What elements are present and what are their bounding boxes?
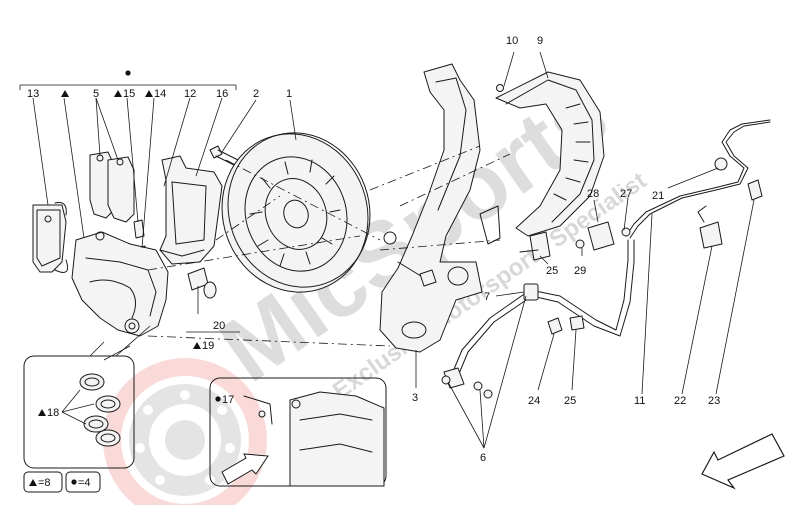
callout-24: 24: [528, 395, 540, 407]
triangle-marker-icon: [114, 90, 122, 97]
callout-12: 12: [184, 88, 196, 100]
shield-screw: [496, 84, 504, 92]
inset-seals: [23, 355, 135, 469]
callout-5: 5: [93, 88, 99, 100]
legend-triangle-count: =8: [38, 477, 51, 489]
inset-caliper-detail: [209, 377, 387, 487]
leader-lines: [32, 51, 755, 449]
callout-25b: 25: [564, 395, 576, 407]
callout-7: 7: [484, 291, 490, 303]
callout-21: 21: [652, 190, 664, 202]
triangle-marker-icon: [145, 90, 153, 97]
shield-vents: [553, 103, 591, 201]
dot-marker-icon: [71, 479, 77, 485]
dust-shield: [479, 71, 605, 245]
callout-29: 29: [574, 265, 586, 277]
legend-dot-count: =4: [78, 477, 91, 489]
clip-fasteners: [547, 315, 585, 335]
assembly-lines: [147, 145, 511, 347]
brake-disc: [221, 132, 371, 293]
callout-11: 11: [634, 395, 645, 407]
triangle-marker-icon: [38, 409, 46, 416]
dot-marker-icon: [215, 396, 221, 402]
brake-pipe: [621, 119, 771, 239]
callout-9: 9: [537, 35, 543, 47]
callout-13: 13: [27, 88, 39, 100]
group-bracket: [19, 70, 237, 90]
watermark-logo-icon: [103, 358, 267, 505]
callout-20: 20: [213, 320, 225, 332]
callout-18: 18: [47, 407, 59, 419]
legend-triangle-box: =8: [23, 471, 63, 493]
callout-22: 22: [674, 395, 686, 407]
callout-25a: 25: [546, 265, 558, 277]
callout-19: 19: [202, 340, 214, 352]
hose-clip: [575, 221, 615, 251]
callout-1: 1: [286, 88, 292, 100]
brake-pad-left: [32, 202, 69, 273]
dot-marker-icon: [125, 70, 131, 76]
hose-bracket: [519, 231, 551, 261]
callout-17: 17: [222, 394, 234, 406]
callout-14: 14: [154, 88, 166, 100]
brake-caliper: [71, 231, 169, 337]
disc-slots: [249, 159, 341, 267]
triangle-marker-icon: [61, 90, 69, 97]
callout-15: 15: [123, 88, 135, 100]
callout-16: 16: [216, 88, 228, 100]
callout-10: 10: [506, 35, 518, 47]
callout-23: 23: [708, 395, 720, 407]
brake-pads-pair: [89, 151, 135, 223]
callout-2: 2: [253, 88, 259, 100]
callout-6: 6: [480, 452, 486, 464]
callout-3: 3: [412, 392, 418, 404]
wear-sensor: [697, 179, 763, 249]
callout-27: 27: [620, 188, 632, 200]
callout-28: 28: [587, 188, 599, 200]
direction-arrow-icon: [221, 453, 269, 485]
orientation-arrow-icon: [701, 433, 785, 490]
knuckle-bolt: [397, 261, 437, 287]
triangle-marker-icon: [29, 479, 37, 486]
guide-pins: [187, 267, 217, 299]
legend-dot-box: =4: [65, 471, 101, 493]
callouts: 13 5 15 14 12 16 2 1 20 19 18 17 3 6 7 1…: [27, 35, 720, 464]
steering-knuckle: [379, 63, 483, 353]
triangle-marker-icon: [193, 342, 201, 349]
caliper-bracket: [159, 155, 223, 265]
